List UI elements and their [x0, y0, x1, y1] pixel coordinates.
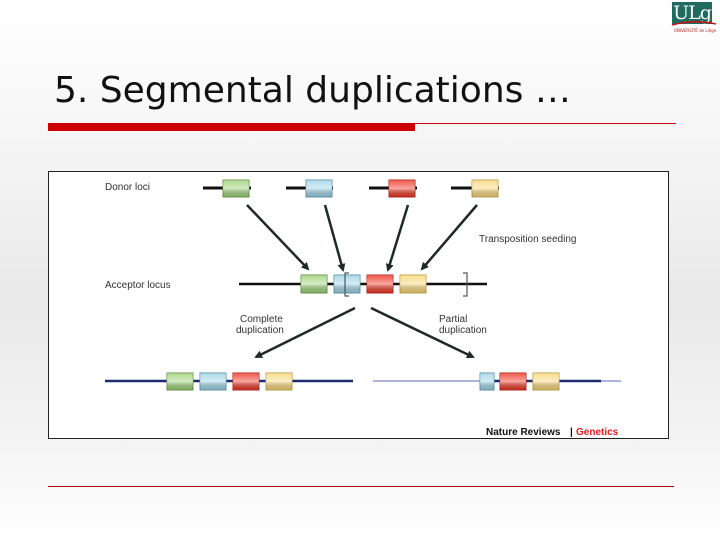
- complete-duplication-label-line1: Complete: [240, 314, 283, 325]
- partial-duplication-locus: [373, 372, 621, 391]
- segment-shading: [500, 373, 526, 390]
- acceptor-locus: [239, 272, 487, 297]
- footer-rule: [48, 486, 674, 487]
- transposition-seeding-label: Transposition seeding: [479, 234, 576, 245]
- arrow-complete-duplication: [254, 306, 356, 359]
- bracket-right: [463, 272, 468, 297]
- duplication-arrows: [254, 306, 475, 359]
- arrow-blue: [323, 204, 346, 272]
- segment-shading: [334, 275, 360, 293]
- arrow-green: [246, 204, 310, 271]
- university-logo: ULg: [672, 2, 712, 24]
- segment-shading: [233, 373, 259, 390]
- title-underline-accent: [48, 123, 415, 131]
- diagram-canvas: Donor loci Acceptor locus Transposition …: [105, 179, 621, 438]
- slide-title: 5. Segmental duplications …: [54, 70, 571, 111]
- title-underline-rule: [415, 123, 676, 124]
- segment-shading: [167, 373, 193, 390]
- credit-journal: Nature Reviews: [486, 427, 561, 438]
- arrow-red: [385, 204, 410, 272]
- segment-shading: [266, 373, 292, 390]
- segment-shading: [533, 373, 559, 390]
- segment-shading: [400, 275, 426, 293]
- arrow-partial-duplication: [370, 306, 475, 359]
- credit-section: Genetics: [576, 427, 619, 438]
- acceptor-locus-label: Acceptor locus: [105, 280, 171, 291]
- partial-duplication-label-line2: duplication: [439, 325, 487, 336]
- segment-shading: [223, 180, 249, 197]
- partial-duplication-label-line1: Partial: [439, 314, 467, 325]
- segment-shading: [480, 373, 494, 390]
- transposition-arrows: [246, 204, 478, 272]
- donor-loci-label: Donor loci: [105, 182, 150, 193]
- logo-swoosh-icon: [671, 21, 717, 26]
- segment-shading: [306, 180, 332, 197]
- segment-shading: [472, 180, 498, 197]
- complete-duplication-label-line2: duplication: [236, 325, 284, 336]
- complete-duplication-locus: [105, 372, 353, 391]
- arrow-yellow: [420, 204, 478, 271]
- credit-separator: |: [570, 427, 573, 438]
- segment-shading: [389, 180, 415, 197]
- segment-shading: [301, 275, 327, 293]
- donor-loci: [203, 179, 499, 198]
- segment-shading: [200, 373, 226, 390]
- segment-shading: [367, 275, 393, 293]
- bracket-left: [344, 272, 349, 297]
- segmental-duplication-diagram: Donor loci Acceptor locus Transposition …: [48, 171, 669, 439]
- logo-subtitle: UNIVERSITÉ de Liège: [674, 28, 717, 33]
